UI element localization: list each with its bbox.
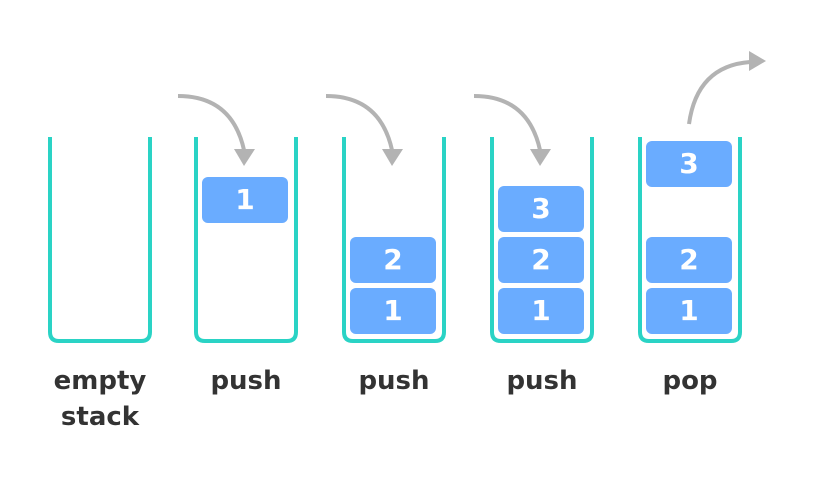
arrow-in-icon (177, 94, 255, 166)
stack-block: 2 (646, 237, 732, 283)
stack-label-line: push (358, 366, 430, 396)
stack-container-0 (48, 137, 152, 343)
stack-block: 1 (202, 177, 288, 223)
stack-block: 3 (498, 186, 584, 232)
stack-label-line: pop (662, 366, 718, 396)
stack-label: push (176, 363, 316, 399)
stack-block: 2 (498, 237, 584, 283)
stack-label-line: push (506, 366, 578, 396)
stack-label: pop (620, 363, 760, 399)
stack-label-line: empty (53, 366, 147, 396)
stack-container-4 (638, 137, 742, 343)
stack-block: 3 (646, 141, 732, 187)
stack-container-2 (342, 137, 446, 343)
stack-block: 2 (350, 237, 436, 283)
arrow-in-icon (325, 94, 403, 166)
arrow-out-icon (687, 51, 766, 125)
stack-label: push (324, 363, 464, 399)
stack-label-line: stack (60, 402, 140, 432)
stack-label-line: push (210, 366, 282, 396)
stack-container-3 (490, 137, 594, 343)
stack-block: 1 (646, 288, 732, 334)
stack-block: 1 (498, 288, 584, 334)
stack-container-1 (194, 137, 298, 343)
arrow-in-icon (473, 94, 551, 166)
stack-label: push (472, 363, 612, 399)
stack-block: 1 (350, 288, 436, 334)
stack-label: empty stack (30, 363, 170, 435)
